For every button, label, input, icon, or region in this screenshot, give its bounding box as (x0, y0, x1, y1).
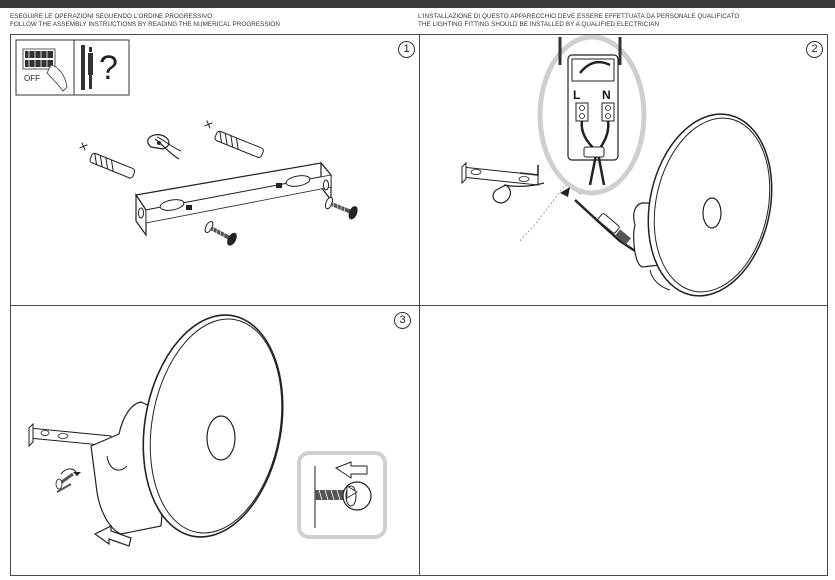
step-3-illustration (28, 314, 387, 547)
top-bar (0, 0, 835, 8)
wall-bracket-icon (461, 161, 545, 204)
empty-panel (419, 305, 828, 576)
screw-detail-inset (297, 451, 387, 539)
step-2-number: 2 (806, 41, 823, 58)
fixing-screw-icon (55, 468, 81, 493)
header-left-line2: FOLLOW THE ASSEMBLY INSTRUCTIONS BY READ… (10, 20, 280, 28)
screw-right-icon (324, 196, 358, 220)
tools-icon: ? (73, 39, 130, 96)
header-right-line2: THE LIGHTING FITTING SHOULD BE INSTALLED… (418, 20, 660, 28)
wall-plug-right-icon (204, 120, 264, 158)
step-1-panel: 1 OFF ? (10, 34, 420, 306)
step-1-illustration: OFF ? (15, 39, 358, 246)
step-2-panel: 2 L N (419, 34, 828, 306)
cable-clamp-icon (147, 134, 182, 160)
step-2-illustration: L N (461, 35, 773, 297)
header-left-line1: ESEGUIRE LE OPERAZIONI SEGUENDO L'ORDINE… (10, 13, 213, 20)
terminal-label-neutral: N (602, 88, 611, 102)
screw-left-icon (204, 221, 237, 246)
cable-connector-icon (574, 199, 636, 253)
power-off-label: OFF (24, 74, 40, 83)
step-1-number: 1 (398, 41, 415, 58)
step-3-number: 3 (394, 312, 411, 329)
terminal-block-detail: L N (537, 35, 647, 196)
header-right: L'INSTALLAZIONE DI QUESTO APPARECCHIO DE… (418, 13, 739, 28)
terminal-label-line: L (573, 88, 580, 102)
wall-bracket-icon (28, 422, 112, 448)
lamp-shade-icon (633, 113, 773, 297)
header-right-line1: L'INSTALLAZIONE DI QUESTO APPARECCHIO DE… (418, 13, 740, 20)
mounting-bracket-icon (134, 161, 333, 237)
step-3-panel: 3 (10, 305, 420, 576)
wall-plug-left-icon (79, 142, 136, 179)
question-mark: ? (99, 49, 118, 87)
push-arrow-icon (93, 525, 132, 547)
lamp-body-icon (90, 314, 284, 538)
power-off-icon: OFF (15, 39, 75, 96)
header-left: ESEGUIRE LE OPERAZIONI SEGUENDO L'ORDINE… (10, 13, 280, 28)
